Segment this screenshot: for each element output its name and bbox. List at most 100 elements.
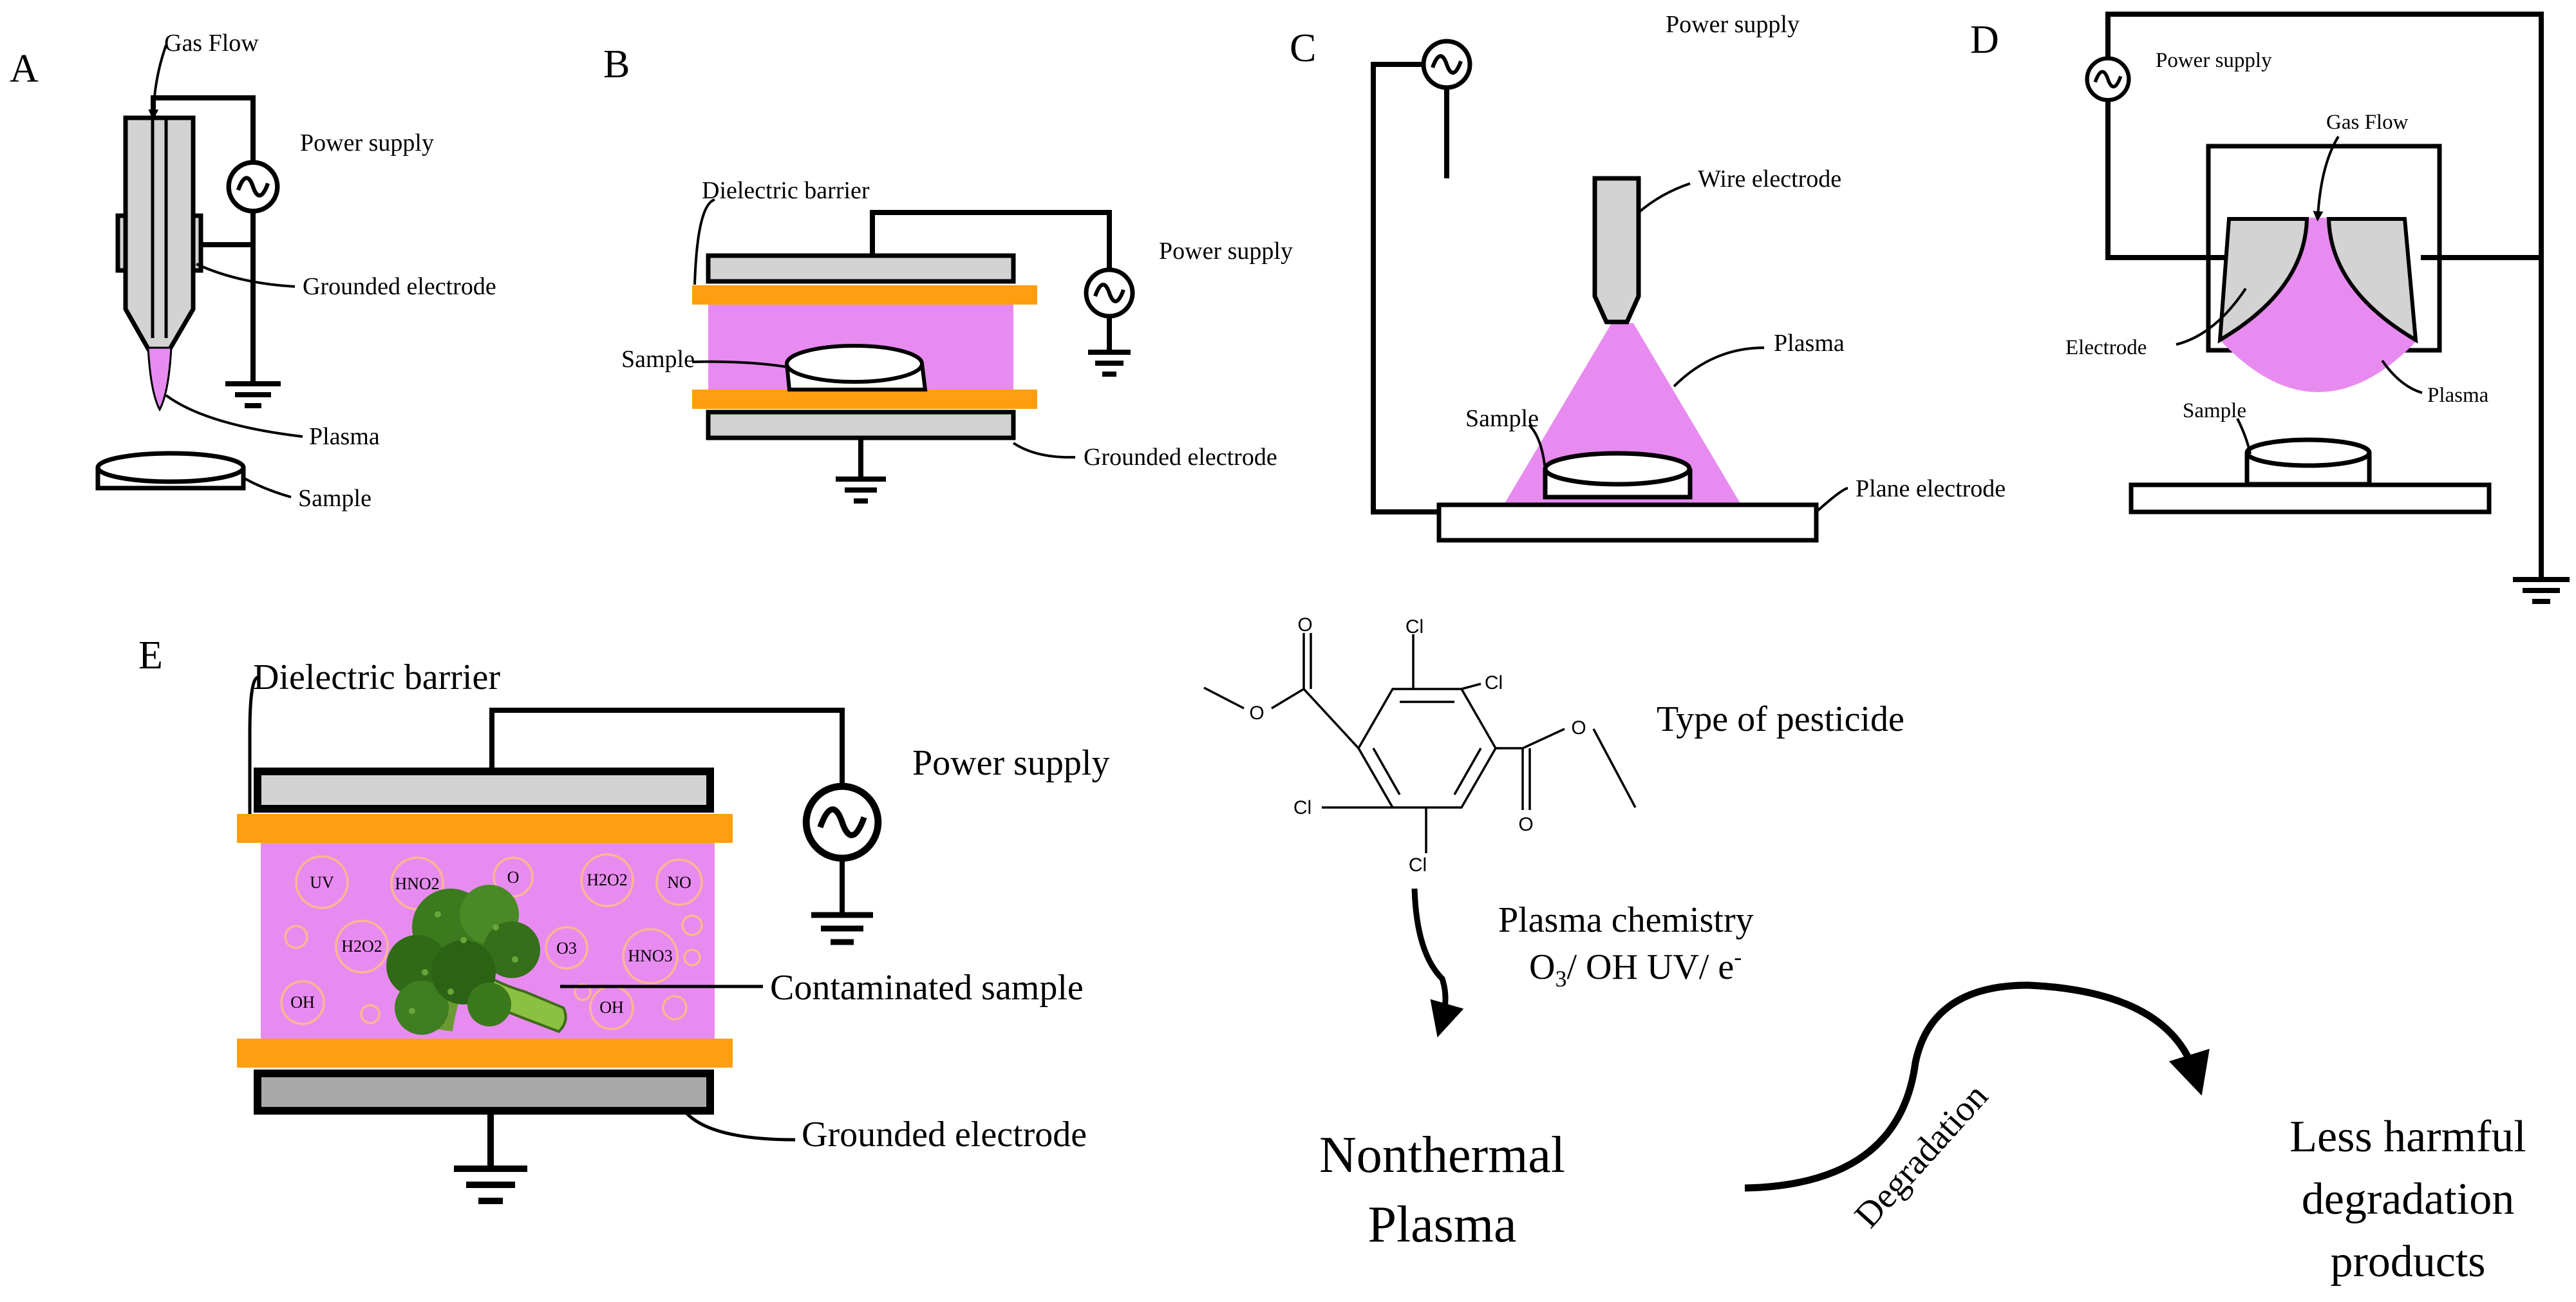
panel-d-electrode-right [2326,217,2418,344]
benzene-ring [1357,688,1498,809]
panel-e-dielectric-barrier-label: Dielectric barrier [253,657,500,697]
panel-d-plasma-label: Plasma [2427,384,2489,407]
panel-d-plasma [2220,340,2418,392]
panel-e: E UV HNO2 O H2O2 NO H2O2 O3 HNO3 [138,634,1109,1204]
nonthermal-plasma-line1: Nonthermal [1319,1127,1565,1184]
broccoli-icon [386,885,567,1035]
panel-e-ground-icon-bottom [454,1165,527,1204]
panel-b-bottom-dielectric [692,390,1037,409]
species-o3: O3 [556,939,577,958]
atom-o-left-ester: O [1249,703,1264,724]
pesticide-to-plasma-arrow [1411,888,1464,1037]
panel-b-sample-dish [785,344,928,392]
panel-c-sample-label: Sample [1465,405,1539,432]
panel-c-plasma-label: Plasma [1774,330,1845,357]
panel-b-letter: B [603,42,630,86]
panel-a-jet-body [123,115,196,354]
atom-cl-left: Cl [1293,797,1312,818]
panel-e-letter: E [138,634,163,677]
panel-a-letter: A [10,47,39,91]
species-no: NO [667,873,691,892]
panel-c-plane-electrode [1436,502,1819,543]
panel-b-ground-icon-bottom [836,476,886,504]
panel-d-power-source-icon [2087,59,2129,100]
panel-c-wire-electrode [1592,176,1641,325]
panel-a-plasma-label: Plasma [309,423,380,450]
panel-c-wire [1371,62,1449,514]
panel-a: A Gas Flow Power supply Grounded electro… [10,30,496,512]
panel-b-bottom-electrode [706,410,1016,440]
products-line3: products [2330,1237,2485,1287]
panel-b-top-dielectric [692,285,1037,305]
panel-c-wire-electrode-label: Wire electrode [1698,165,1841,193]
panel-e-top-dielectric [237,814,733,843]
atom-o-right-ester: O [1571,717,1586,739]
panel-b-dielectric-barrier-label: Dielectric barrier [702,177,870,204]
degradation-flow: Plasma chemistry O3/ OH UV/ e- Nontherma… [1319,888,2526,1287]
pesticide-structure: O Cl Cl O Cl O Cl O Type of pesticide [1203,614,1904,876]
atom-o-right-carbonyl: O [1518,814,1533,835]
panel-d-sample-label: Sample [2183,399,2246,422]
panel-a-ground-icon [225,381,281,408]
panel-b-ground-icon-top [1088,350,1131,377]
species-oh-a: OH [290,993,315,1012]
panel-d-electrode-label: Electrode [2065,336,2147,359]
plasma-chemistry-label: Plasma chemistry [1498,900,1754,940]
panel-a-grounded-electrode-label: Grounded electrode [303,273,496,300]
species-oh-b: OH [599,998,624,1017]
species-h2o2-a: H2O2 [587,871,628,889]
atom-cl-right: Cl [1485,672,1503,693]
products-line2: degradation [2302,1175,2514,1224]
panel-d-sample-dish [2244,437,2372,487]
degradation-arrow [1744,981,2210,1192]
panel-b-power-supply-label: Power supply [1159,238,1293,265]
panel-e-power-source-icon [806,786,878,858]
panel-c-plane-electrode-label: Plane electrode [1856,475,2006,502]
atom-o-left-carbonyl: O [1297,614,1312,636]
panel-a-sample-dish [95,451,246,491]
panel-e-power-supply-label: Power supply [912,743,1109,783]
panel-e-contaminated-sample-label: Contaminated sample [770,968,1084,1008]
panel-e-bottom-dielectric [237,1039,733,1068]
panel-c-power-source-icon [1424,41,1470,88]
panel-b-sample-label: Sample [621,346,695,373]
panel-d-power-supply-label: Power supply [2156,49,2272,72]
panel-b-top-electrode [706,253,1016,284]
panel-b: B Dielectric barrier Power supply Sample [603,42,1293,504]
panel-d-gas-flow-label: Gas Flow [2326,111,2409,134]
panel-d-electrode-left [2217,217,2309,344]
panel-d-letter: D [1970,18,1999,62]
species-hno2: HNO2 [395,874,439,893]
panel-e-top-electrode [254,768,714,813]
panel-b-power-source-icon [1086,270,1133,316]
panel-d: D Power supply Gas Flow Electrode Plasma… [1970,12,2570,604]
panel-c-letter: C [1290,26,1316,70]
species-uv: UV [310,873,334,892]
species-o: O [507,868,520,887]
species-h2o2-b: H2O2 [341,937,382,956]
atom-cl-top: Cl [1406,616,1424,637]
panel-d-wire [2105,12,2544,578]
panel-e-species: UV HNO2 O H2O2 NO H2O2 O3 HNO3 OH OH [280,853,703,1030]
panel-a-sample-label: Sample [298,485,371,512]
panel-e-bottom-electrode [254,1070,714,1115]
panel-e-grounded-electrode-label: Grounded electrode [802,1115,1087,1155]
panel-e-ground-icon-top [811,912,873,945]
species-hno3: HNO3 [628,947,672,965]
panel-d-ground-icon [2513,577,2570,604]
nonthermal-plasma-line2: Plasma [1368,1196,1516,1253]
panel-c: C Power supply Wire electrode Plasma Sam… [1290,11,2006,543]
panel-a-plasma-plume [147,346,173,412]
products-line1: Less harmful [2289,1112,2526,1162]
panel-c-power-supply-label: Power supply [1666,11,1800,38]
panel-a-gas-flow-label: Gas Flow [164,30,259,57]
panel-e-wire [489,708,845,786]
type-of-pesticide-label: Type of pesticide [1657,699,1904,739]
panel-a-power-source-icon [229,162,277,211]
atom-cl-bottom: Cl [1409,854,1427,876]
panel-d-plane-electrode [2129,482,2492,514]
panel-c-sample-dish [1543,451,1693,500]
panel-b-wire [870,210,1112,269]
panel-b-grounded-electrode-label: Grounded electrode [1084,444,1277,471]
